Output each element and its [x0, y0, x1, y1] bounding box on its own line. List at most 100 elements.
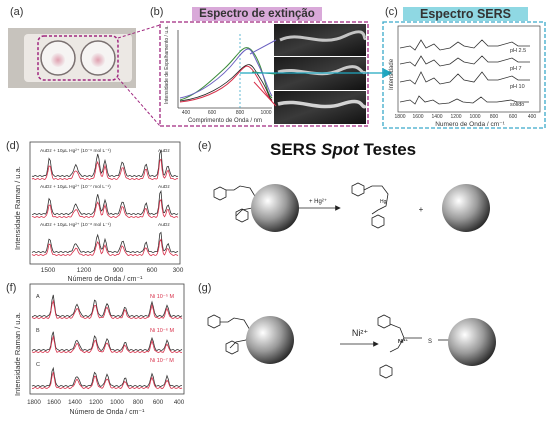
f-trace-red: [31, 299, 183, 320]
panel-e: [213, 182, 389, 229]
panel-label-b: (b): [150, 6, 164, 18]
f-xlabel: Número de Onda / cm⁻¹: [70, 409, 146, 416]
svg-text:C: C: [36, 362, 40, 368]
c-trace-4: [399, 95, 529, 105]
d-trace-dark: [31, 150, 179, 178]
g-reagent: Ni²⁺: [352, 328, 368, 338]
svg-text:1400: 1400: [431, 114, 442, 120]
c-trace-2: [399, 55, 530, 67]
panel-b-frame: [159, 21, 369, 127]
svg-text:600: 600: [147, 267, 158, 274]
sers-spectrum-title: Espectro SERS: [403, 7, 528, 21]
f-plot-area: [29, 283, 185, 395]
panel-label-f: (f): [6, 282, 17, 294]
g-phenyl-2: [225, 340, 239, 355]
svg-text:1800: 1800: [394, 114, 405, 120]
e-nanoparticle-2: [442, 184, 490, 232]
e-reagent: + Hg²⁺: [309, 198, 327, 205]
d-xticks: 1500 1200 900 600 300: [41, 267, 184, 274]
svg-text:800: 800: [490, 114, 499, 120]
svg-text:AuDz: AuDz: [158, 222, 170, 228]
e-nanoparticle-1: [251, 184, 299, 232]
f-trace-dark: [32, 294, 183, 318]
c-series-label: sólido: [510, 102, 524, 108]
spot-left: [51, 53, 65, 67]
panel-label-e: (e): [198, 140, 212, 152]
svg-text:800: 800: [133, 399, 144, 406]
svg-text:B: B: [36, 328, 40, 334]
svg-text:1800: 1800: [27, 399, 41, 406]
d-plot-area: [29, 141, 181, 265]
panel-label-g: (g): [198, 282, 212, 294]
svg-text:Ni 10⁻⁶ M: Ni 10⁻⁶ M: [150, 327, 175, 334]
g-dithizone-chain: [220, 317, 251, 349]
f-traces: [31, 294, 183, 390]
svg-text:1600: 1600: [47, 399, 61, 406]
spot-right: [91, 53, 105, 67]
g-sulfur: S: [428, 339, 432, 345]
svg-text:1200: 1200: [77, 267, 92, 274]
f-trace-dark: [31, 331, 183, 352]
d-trace-red: [31, 158, 179, 181]
panel-label-a: (a): [10, 6, 24, 18]
e-phenyl-3: [351, 182, 365, 197]
panel-a-photo: [8, 24, 161, 127]
svg-text:AuDz + 10µL Hg²⁺ (10⁻⁶ mol L⁻¹: AuDz + 10µL Hg²⁺ (10⁻⁶ mol L⁻¹): [40, 148, 111, 154]
b-trace-blue: [179, 48, 273, 99]
svg-text:A: A: [36, 294, 40, 300]
b-xtick: 400: [182, 110, 191, 116]
svg-text:600: 600: [153, 399, 164, 406]
glass-slide: [24, 34, 132, 82]
svg-text:1400: 1400: [68, 399, 82, 406]
f-ylabel: Intensidade Raman / u.a.: [13, 312, 22, 396]
panel-label-c: (c): [385, 6, 398, 18]
e-phenyl-4: [371, 214, 385, 229]
svg-text:1000: 1000: [110, 399, 124, 406]
c-ylabel: Intensidade: [389, 58, 395, 90]
c-xticks: 1800 1600 1400 1200 1000 800 600 400: [394, 114, 536, 120]
c-trace-1: [399, 39, 530, 51]
g-nanoparticle-2: [448, 318, 496, 366]
b-trace-green: [179, 47, 273, 101]
f-trace-red: [31, 335, 182, 354]
panel-f: A B C Ni 10⁻⁵ M Ni 10⁻⁶ M Ni 10⁻⁷ M Inte…: [13, 283, 185, 416]
svg-text:Ni 10⁻⁵ M: Ni 10⁻⁵ M: [150, 293, 175, 300]
d-trace-red: [31, 198, 179, 219]
b-xtick: 600: [208, 110, 217, 116]
panel-d: AuDz + 10µL Hg²⁺ (10⁻⁶ mol L⁻¹) AuDz AuD…: [13, 141, 184, 283]
svg-text:1200: 1200: [89, 399, 103, 406]
c-series-label: pH 7: [510, 66, 522, 72]
e-plus: +: [419, 205, 424, 214]
e-phenyl-1: [213, 186, 227, 201]
c-trace-3: [399, 71, 530, 85]
c-series-label: pH 2.5: [510, 48, 526, 54]
svg-text:600: 600: [509, 114, 518, 120]
b-ylabel: Intensidade de Espalhamento / u.a.: [164, 25, 170, 104]
f-conc-labels: Ni 10⁻⁵ M Ni 10⁻⁶ M Ni 10⁻⁷ M: [150, 293, 175, 364]
g-phenyl-3: [377, 314, 391, 329]
c-plot-area: [397, 25, 541, 113]
sers-spot-title: SERS Spot Testes: [270, 140, 417, 159]
panel-g: [207, 314, 450, 379]
c-xlabel: Numero de Onda / cm⁻¹: [435, 121, 505, 128]
panel-c: pH 2.5 pH 7 pH 10 sólido Intensidade 180…: [382, 21, 546, 129]
panel-b: Intensidade de Espalhamento / u.a. 400 6…: [159, 21, 393, 127]
svg-text:400: 400: [174, 399, 185, 406]
e-complex-chain: [363, 185, 389, 215]
e-phenyl-2: [235, 208, 249, 223]
svg-text:AuDz + 10µL Hg²⁺ (10⁻⁷ mol L⁻¹: AuDz + 10µL Hg²⁺ (10⁻⁷ mol L⁻¹): [40, 184, 111, 190]
g-nanoparticle-1: [246, 316, 294, 364]
svg-text:AuDz: AuDz: [158, 184, 170, 190]
b-trace-black: [179, 64, 273, 102]
g-complex-ring: [389, 323, 405, 353]
micrographs: [249, 24, 368, 124]
e-metal: Hg: [380, 199, 387, 205]
b-xlabel: Comprimento de Onda / nm: [188, 118, 262, 124]
f-trace-dark: [31, 366, 182, 388]
panel-c-frame: [382, 21, 546, 129]
d-traces: [31, 150, 179, 257]
d-annotations: AuDz + 10µL Hg²⁺ (10⁻⁶ mol L⁻¹) AuDz AuD…: [40, 148, 170, 228]
d-xlabel: Número de Onda / cm⁻¹: [68, 276, 144, 283]
extinction-spectrum-title: Espectro de extinção: [192, 7, 322, 21]
